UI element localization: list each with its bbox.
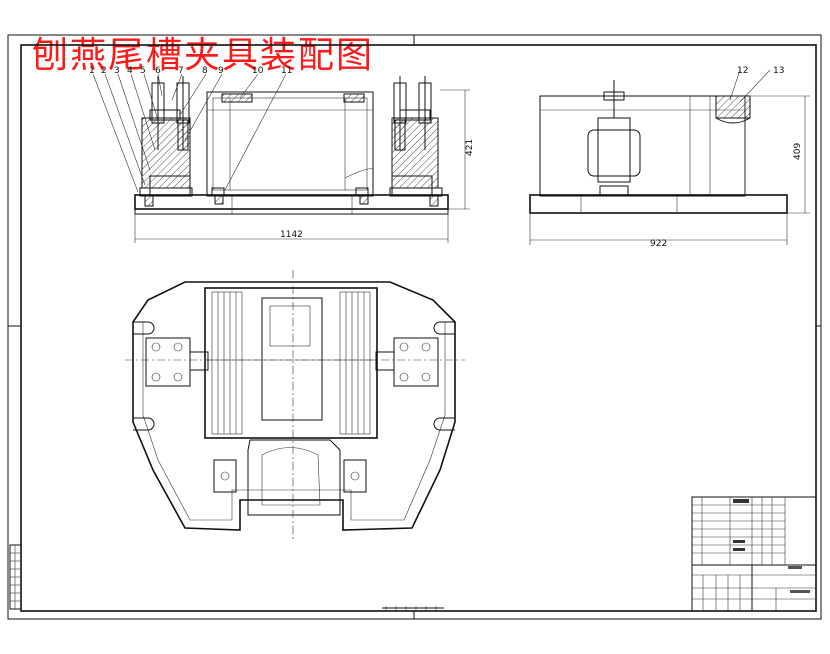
part-number: 9 [218, 66, 224, 76]
front-width-dimension: 1142 [280, 230, 303, 240]
part-leaders [92, 73, 287, 193]
side-dimensions [529, 95, 810, 245]
part-number: 6 [155, 66, 161, 76]
part-number: 3 [114, 66, 120, 76]
part-number: 8 [202, 66, 208, 76]
left-margin-blocks [9, 544, 22, 610]
part-number: 13 [773, 66, 784, 76]
drawing-title: 刨燕尾槽夹具装配图 [32, 35, 375, 76]
part-number: 12 [737, 66, 748, 76]
side-view [529, 69, 810, 245]
part-number: 1 [89, 66, 95, 76]
side-width-dimension: 922 [650, 239, 667, 249]
front-view [92, 73, 470, 243]
part-number: 10 [252, 66, 264, 76]
part-number: 2 [101, 66, 107, 76]
part-number: 7 [178, 66, 184, 76]
sheet-border [7, 34, 822, 620]
side-height-dimension: 409 [793, 143, 803, 160]
front-dimensions [134, 89, 470, 243]
part-number: 5 [140, 66, 146, 76]
bottom-scale [382, 606, 444, 611]
front-height-dimension: 421 [465, 139, 475, 156]
top-view [125, 270, 465, 540]
part-number: 4 [127, 66, 133, 76]
title-block [691, 496, 817, 612]
part-number: 11 [281, 66, 292, 76]
